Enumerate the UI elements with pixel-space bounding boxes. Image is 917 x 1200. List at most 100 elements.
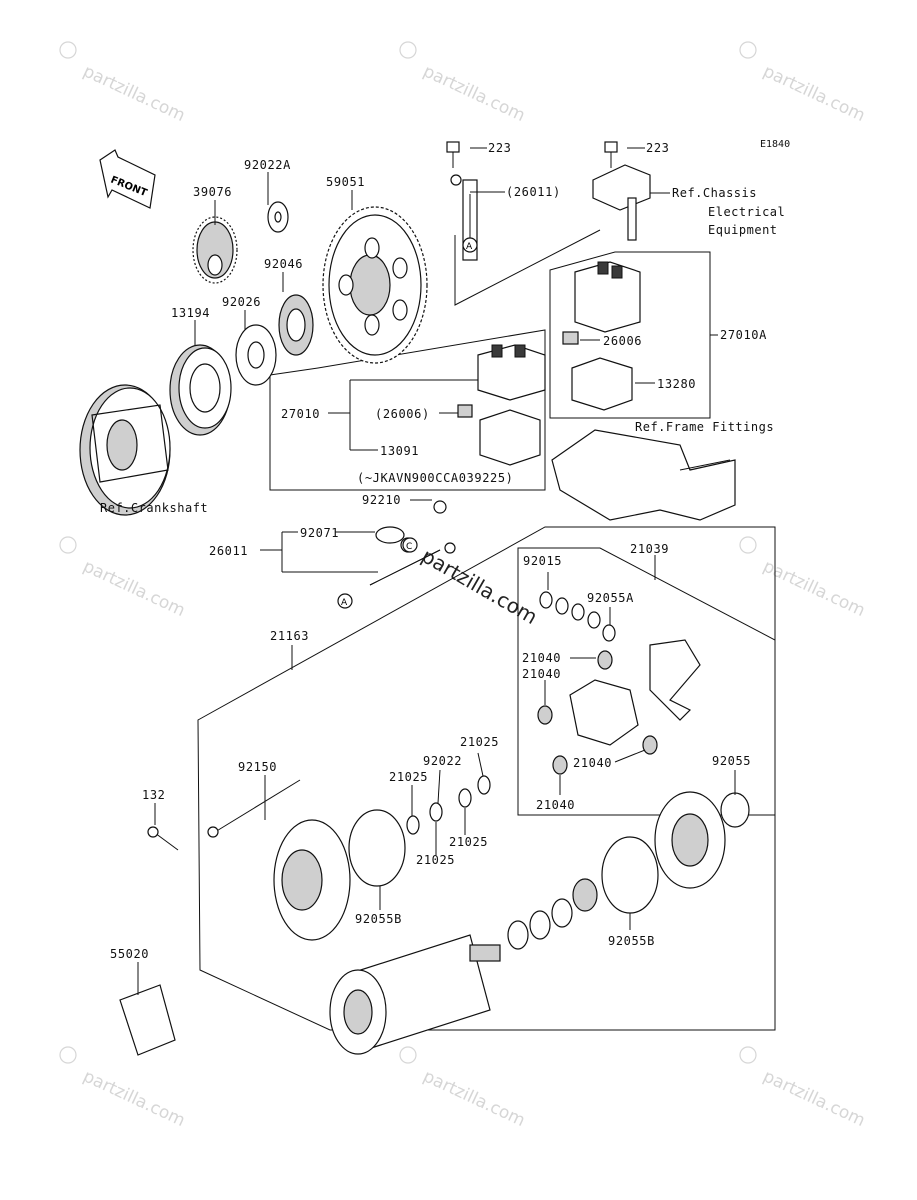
part-26011: 26011 bbox=[209, 544, 248, 558]
ref-frame-fittings: Ref.Frame Fittings bbox=[635, 420, 774, 434]
fuse-26006-paren bbox=[457, 404, 473, 418]
watermark: partzilla.com bbox=[739, 536, 868, 621]
part-13280: 13280 bbox=[657, 377, 696, 391]
through-bolt-92150 bbox=[207, 779, 301, 838]
part-13091: 13091 bbox=[380, 444, 419, 458]
front-arrow-icon: FRONT bbox=[99, 149, 156, 209]
leader-lines bbox=[137, 147, 736, 995]
part-21025: 21025 bbox=[416, 853, 455, 867]
part-labels: 223 223 (26011) 92022A 39076 59051 92046… bbox=[110, 141, 767, 961]
part-223: 223 bbox=[646, 141, 669, 155]
ref-chassis-line3: Equipment bbox=[708, 223, 778, 237]
svg-text:C: C bbox=[406, 542, 412, 552]
idle-gear-39076 bbox=[192, 216, 238, 284]
diagram-code: E1840 bbox=[760, 139, 790, 150]
crankshaft-flywheel bbox=[79, 384, 171, 516]
watermark: partzilla.com bbox=[59, 41, 188, 126]
rear-end-cover bbox=[273, 819, 351, 941]
svg-text:partzilla.com: partzilla.com bbox=[80, 556, 188, 621]
relay-cover-13280 bbox=[571, 357, 633, 411]
ref-chassis-line1: Ref.Chassis bbox=[672, 186, 757, 200]
needle-bearing-92046 bbox=[278, 294, 314, 356]
shim-stack bbox=[507, 878, 598, 950]
watermark: partzilla.com bbox=[59, 1046, 188, 1131]
watermark: partzilla.com bbox=[399, 41, 528, 126]
part-21025: 21025 bbox=[460, 735, 499, 749]
watermark: partzilla.com bbox=[399, 1046, 528, 1131]
starter-clutch-13194 bbox=[169, 344, 232, 436]
callout-c: C bbox=[402, 537, 418, 553]
svg-text:A: A bbox=[341, 598, 348, 608]
part-92046: 92046 bbox=[264, 257, 303, 271]
part-92022a: 92022A bbox=[244, 158, 291, 172]
watermark: partzilla.com bbox=[739, 41, 868, 126]
relay-27010a bbox=[574, 261, 641, 333]
part-21163: 21163 bbox=[270, 629, 309, 643]
part-26006: 26006 bbox=[603, 334, 642, 348]
part-21039: 21039 bbox=[630, 542, 669, 556]
callout-a-lower: A bbox=[337, 593, 353, 609]
part-27010a: 27010A bbox=[720, 328, 767, 342]
part-21025: 21025 bbox=[449, 835, 488, 849]
watermark: partzilla.com bbox=[59, 536, 188, 621]
washer-92022a bbox=[267, 201, 289, 233]
serial-note: (~JKAVN900CCA039225) bbox=[357, 471, 514, 485]
washer-stack-92015 bbox=[539, 591, 616, 642]
o-ring-92055b-left bbox=[348, 809, 406, 887]
part-223: 223 bbox=[488, 141, 511, 155]
part-21040: 21040 bbox=[522, 667, 561, 681]
relay-27010 bbox=[477, 344, 546, 401]
part-92055a: 92055A bbox=[587, 591, 634, 605]
brush-holder bbox=[537, 639, 701, 775]
svg-text:partzilla.com: partzilla.com bbox=[80, 1066, 188, 1131]
bolt-223-right bbox=[604, 141, 618, 168]
part-92210: 92210 bbox=[362, 493, 401, 507]
part-13194: 13194 bbox=[171, 306, 210, 320]
part-92055: 92055 bbox=[712, 754, 751, 768]
part-21040: 21040 bbox=[573, 756, 612, 770]
armature bbox=[329, 934, 501, 1055]
callout-a-upper: A bbox=[462, 237, 478, 253]
part-55020: 55020 bbox=[110, 947, 149, 961]
svg-text:A: A bbox=[466, 242, 473, 252]
part-21040: 21040 bbox=[536, 798, 575, 812]
part-26006-paren: (26006) bbox=[375, 407, 430, 421]
reference-labels: Ref.Chassis Electrical Equipment Ref.Fra… bbox=[100, 186, 785, 515]
svg-text:partzilla.com: partzilla.com bbox=[80, 61, 188, 126]
fuse-26006 bbox=[562, 331, 579, 345]
part-21040: 21040 bbox=[522, 651, 561, 665]
part-27010: 27010 bbox=[281, 407, 320, 421]
part-92071: 92071 bbox=[300, 526, 339, 540]
o-ring-92055 bbox=[720, 792, 750, 828]
part-92015: 92015 bbox=[523, 554, 562, 568]
part-92026: 92026 bbox=[222, 295, 261, 309]
part-132: 132 bbox=[142, 788, 165, 802]
ref-chassis-line2: Electrical bbox=[708, 205, 785, 219]
starter-clutch-gear-59051 bbox=[322, 206, 428, 364]
bolt-132 bbox=[147, 826, 179, 851]
part-21025: 21025 bbox=[389, 770, 428, 784]
ref-crankshaft: Ref.Crankshaft bbox=[100, 501, 208, 515]
svg-text:partzilla.com: partzilla.com bbox=[420, 1066, 528, 1131]
part-39076: 39076 bbox=[193, 185, 232, 199]
svg-text:partzilla.com: partzilla.com bbox=[420, 61, 528, 126]
svg-text:partzilla.com: partzilla.com bbox=[760, 556, 868, 621]
front-end-cover bbox=[654, 791, 726, 889]
svg-text:partzilla.com: partzilla.com bbox=[760, 61, 868, 126]
part-92055b: 92055B bbox=[355, 912, 402, 926]
yoke-55020 bbox=[119, 984, 176, 1056]
chassis-bracket bbox=[592, 164, 651, 241]
bolt-223-left bbox=[446, 141, 460, 168]
watermark: partzilla.com bbox=[739, 1046, 868, 1131]
washers-21025 bbox=[406, 775, 491, 835]
part-92055b: 92055B bbox=[608, 934, 655, 948]
assembly-outlines bbox=[197, 229, 776, 1031]
svg-text:partzilla.com: partzilla.com bbox=[760, 1066, 868, 1131]
frame-fitting bbox=[551, 429, 736, 521]
part-92150: 92150 bbox=[238, 760, 277, 774]
part-92022: 92022 bbox=[423, 754, 462, 768]
o-ring-92055b-right bbox=[601, 836, 659, 914]
washer-92026 bbox=[235, 324, 277, 386]
part-26011-paren: (26011) bbox=[506, 185, 561, 199]
